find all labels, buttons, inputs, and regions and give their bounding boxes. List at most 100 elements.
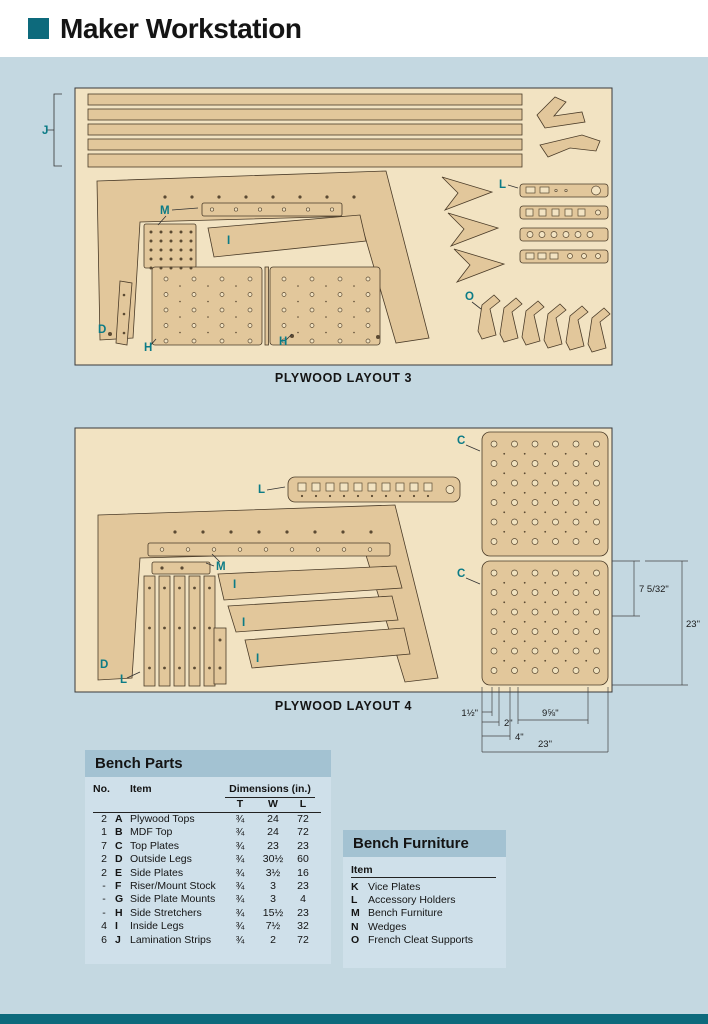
hole-grid: [503, 581, 588, 662]
footer-bar: [0, 1014, 708, 1024]
cell-t: ¾: [235, 893, 245, 906]
dimension-lines: [481, 560, 688, 753]
part-label-i: I: [233, 579, 236, 591]
cell-key: G: [115, 893, 124, 906]
cell-w: 3½: [265, 866, 281, 879]
cell-w: 2: [270, 933, 276, 946]
hole-grid: [173, 530, 373, 534]
hole-grid: [218, 638, 222, 670]
cell-l: 72: [297, 933, 309, 946]
part-label-d: D: [100, 659, 108, 671]
column-header-item: Item: [351, 863, 496, 878]
cell-item: Plywood Tops: [130, 813, 195, 825]
part-label-l: L: [258, 484, 265, 496]
cell-item: Side Plate Mounts: [130, 893, 216, 906]
hole-grid: [122, 293, 126, 335]
cell-no: -: [102, 893, 106, 906]
column-header-no: No.: [93, 783, 110, 795]
cell-no: 4: [101, 920, 107, 933]
part-label-i: I: [242, 617, 245, 629]
side-stretcher-part: [269, 266, 381, 346]
leader-line: [507, 184, 519, 189]
layout3-caption: PLYWOOD LAYOUT 3: [274, 371, 413, 385]
hole-grid: [526, 231, 594, 238]
dimension-label: 9⅝": [542, 708, 559, 719]
j-bracket: [46, 93, 62, 167]
leader-line: [465, 444, 481, 585]
part-label-j: J: [42, 125, 48, 137]
cell-t: ¾: [235, 839, 245, 852]
cell-t: ¾: [235, 920, 245, 933]
inside-leg-part: [227, 595, 399, 633]
brand-square-icon: [28, 18, 49, 39]
leader-line: [266, 486, 286, 491]
part-label-i: I: [256, 653, 259, 665]
column-header-item: Item: [130, 783, 152, 795]
cell-key: J: [115, 933, 121, 946]
dimension-label: 2": [504, 718, 513, 729]
cell-w: 23: [267, 839, 279, 852]
plywood-layout-3-diagram: J M I D H H L O: [42, 87, 613, 366]
page-title: Maker Workstation: [60, 12, 302, 44]
cell-w: 3: [270, 880, 276, 893]
hole-grid: [208, 586, 211, 670]
cell-item: Accessory Holders: [368, 894, 456, 907]
part-label-m: M: [160, 205, 170, 217]
cell-t: ¾: [235, 826, 245, 839]
part-label-h: H: [144, 342, 152, 354]
cut-parts: [87, 93, 611, 353]
cell-item: MDF Top: [130, 826, 173, 839]
hole-grid: [503, 452, 588, 533]
cell-w: 30½: [262, 853, 284, 866]
part-label-l: L: [120, 674, 127, 686]
hole-grid: [490, 440, 600, 545]
lamination-strips: [87, 93, 523, 168]
cell-key: L: [351, 894, 358, 907]
top-plate-part: [481, 431, 609, 557]
dimension-label: 4": [515, 732, 524, 743]
cell-item: Side Plates: [130, 866, 184, 879]
cell-w: 24: [267, 813, 279, 825]
cell-item: Riser/Mount Stock: [130, 880, 216, 893]
cell-key: A: [115, 813, 123, 825]
cell-w: 3: [270, 893, 276, 906]
cell-key: H: [115, 906, 123, 919]
part-label-m: M: [216, 561, 226, 573]
cell-l: 32: [297, 920, 309, 933]
small-strip-part: [213, 627, 227, 685]
cell-no: 2: [101, 866, 107, 879]
cell-no: 2: [101, 813, 107, 825]
cell-key: I: [115, 920, 118, 933]
side-stretcher-part: [151, 266, 263, 346]
cell-key: B: [115, 826, 123, 839]
hole-grid: [178, 586, 181, 670]
leader-line: [471, 301, 482, 310]
plywood-layout-4-diagram: 7 5/32" 23" 1½" 2" 4" 9⅝" 23" C C L M D …: [74, 427, 700, 753]
hole-grid: [490, 569, 600, 674]
cell-l: 72: [297, 813, 309, 825]
cell-item: Lamination Strips: [130, 933, 212, 946]
panel-title-text: Bench Furniture: [353, 835, 469, 852]
cell-key: M: [351, 907, 360, 920]
french-cleat-parts: [477, 294, 611, 353]
leader-line: [149, 333, 293, 347]
cell-l: 72: [297, 826, 309, 839]
hole-grid: [281, 276, 371, 344]
list-item: M Bench Furniture: [351, 907, 496, 920]
inside-leg-part: [244, 627, 411, 669]
cell-key: F: [115, 880, 122, 893]
cell-key: E: [115, 866, 123, 879]
part-label-o: O: [465, 291, 474, 303]
column-header-t: T: [236, 798, 244, 810]
cell-item: Bench Furniture: [368, 907, 443, 920]
